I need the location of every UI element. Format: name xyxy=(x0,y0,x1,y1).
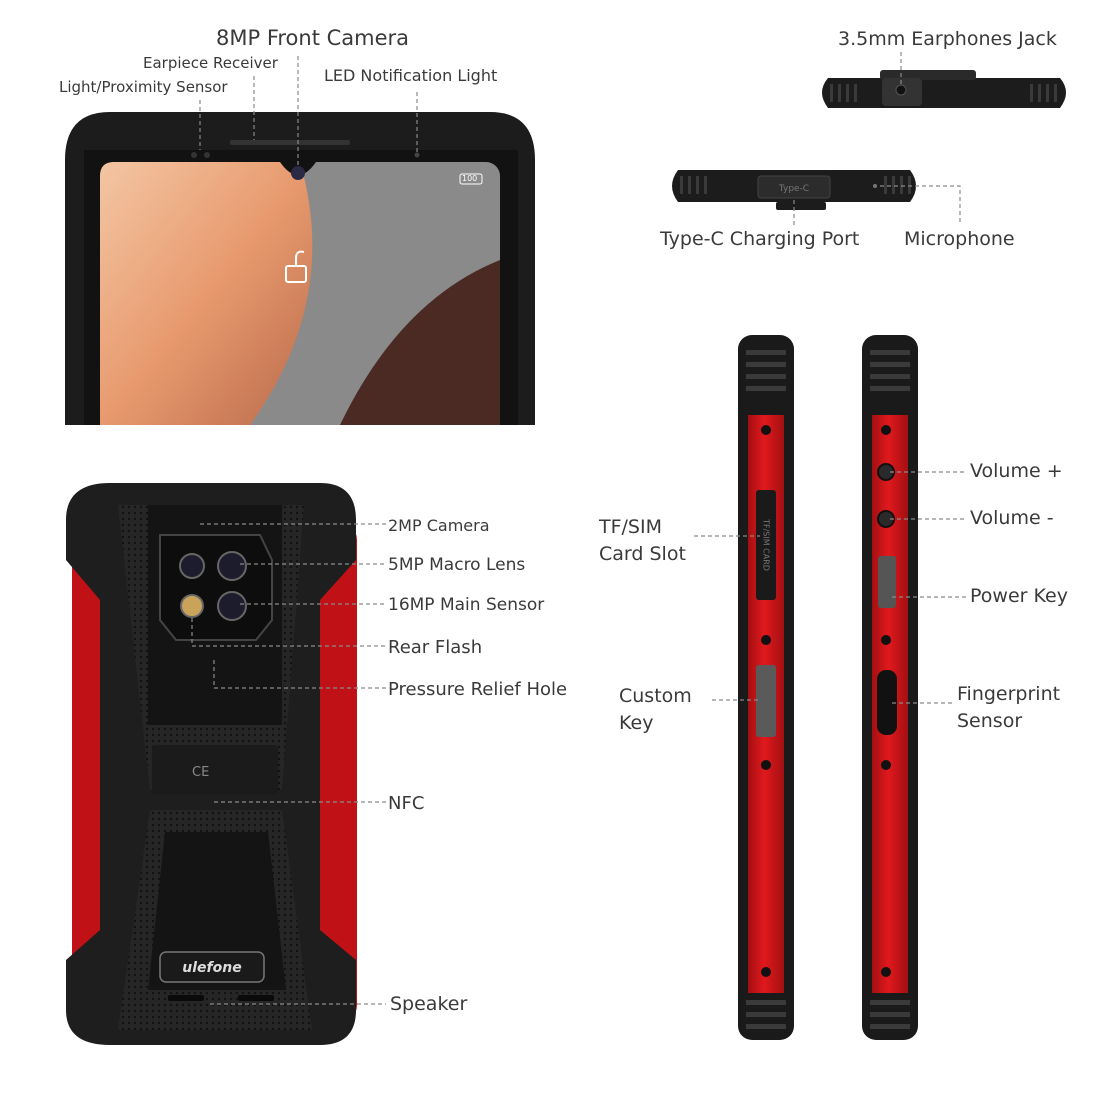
jack-label: 3.5mm Earphones Jack xyxy=(838,28,1057,50)
front-view xyxy=(65,112,535,425)
top-edge-body xyxy=(822,78,1066,108)
right-side-screws xyxy=(881,425,891,977)
camera-2mp-lens xyxy=(179,553,205,579)
type-c-cover xyxy=(757,175,831,199)
bottom-edge-ribs xyxy=(680,176,911,194)
back-lower-panel xyxy=(148,832,286,990)
jack-hole xyxy=(895,84,907,96)
earpiece-grill xyxy=(230,140,350,145)
earpiece-label: Earpiece Receiver xyxy=(143,54,278,72)
custom-key xyxy=(756,665,776,737)
bottom-edge-tab xyxy=(776,202,826,210)
left-side-view xyxy=(738,335,794,1040)
speaker-label: Speaker xyxy=(390,993,468,1015)
macro-lens-label: 5MP Macro Lens xyxy=(388,555,526,575)
brand-badge xyxy=(159,951,265,983)
type-c-label: Type-C Charging Port xyxy=(660,228,860,250)
led-dot xyxy=(414,152,420,158)
power-key xyxy=(878,556,896,608)
fingerprint-sensor xyxy=(877,670,897,735)
led-light-label: LED Notification Light xyxy=(324,66,498,85)
camera-2mp-label: 2MP Camera xyxy=(388,516,490,535)
tf-sim-tray-text: TF/SIM CARD xyxy=(761,519,771,571)
nfc-label: NFC xyxy=(388,793,425,814)
front-camera-label: 8MP Front Camera xyxy=(216,26,410,50)
left-side-bottom-ribs xyxy=(746,1000,786,1029)
wallpaper-curve xyxy=(340,260,500,425)
power-key-label: Power Key xyxy=(970,585,1068,607)
top-edge-view xyxy=(822,70,1066,108)
type-c-cover-text: Type-C xyxy=(778,184,809,194)
rear-flash-label: Rear Flash xyxy=(388,637,483,658)
light-sensor-label: Light/Proximity Sensor xyxy=(59,78,228,96)
back-view: CE ulefone xyxy=(66,483,357,1045)
light-sensor-dot xyxy=(191,152,197,158)
pressure-hole-label: Pressure Relief Hole xyxy=(388,679,568,700)
left-side-screws xyxy=(761,425,771,977)
wallpaper-shape xyxy=(100,162,313,425)
macro-lens xyxy=(217,551,247,581)
nfc-area xyxy=(152,745,278,795)
ce-mark: CE xyxy=(192,765,209,780)
battery-icon xyxy=(459,173,483,185)
left-side-top-ribs xyxy=(746,350,786,391)
speaker-grill-left xyxy=(168,995,204,1001)
main-sensor-lens xyxy=(217,591,247,621)
speaker-grill-right xyxy=(238,995,274,1001)
camera-module xyxy=(159,534,273,641)
custom-key-label: Custom Key xyxy=(619,685,692,734)
top-edge-cap xyxy=(880,70,976,80)
main-sensor-label: 16MP Main Sensor xyxy=(388,595,545,615)
proximity-sensor-dot xyxy=(204,152,210,158)
microphone-label: Microphone xyxy=(904,228,1015,250)
battery-value: 100 xyxy=(462,174,478,183)
unlock-shackle xyxy=(295,250,305,266)
front-camera-lens xyxy=(291,166,305,180)
microphone-hole xyxy=(873,184,877,188)
top-edge-ribs xyxy=(830,84,1057,102)
volume-up-label: Volume + xyxy=(970,460,1063,482)
leader-lines xyxy=(191,52,966,1005)
right-side-bottom-ribs xyxy=(870,1000,910,1029)
right-side-view xyxy=(862,335,918,1040)
tf-sim-tray xyxy=(756,490,776,600)
bottom-edge-view: Type-C xyxy=(672,170,916,210)
volume-down-label: Volume - xyxy=(970,507,1054,529)
fingerprint-label: Fingerprint Sensor xyxy=(957,683,1061,732)
tf-sim-label: TF/SIM Card Slot xyxy=(599,516,686,565)
rear-flash xyxy=(180,594,204,618)
right-side-top-ribs xyxy=(870,350,910,391)
brand-logo: ulefone xyxy=(182,960,241,976)
